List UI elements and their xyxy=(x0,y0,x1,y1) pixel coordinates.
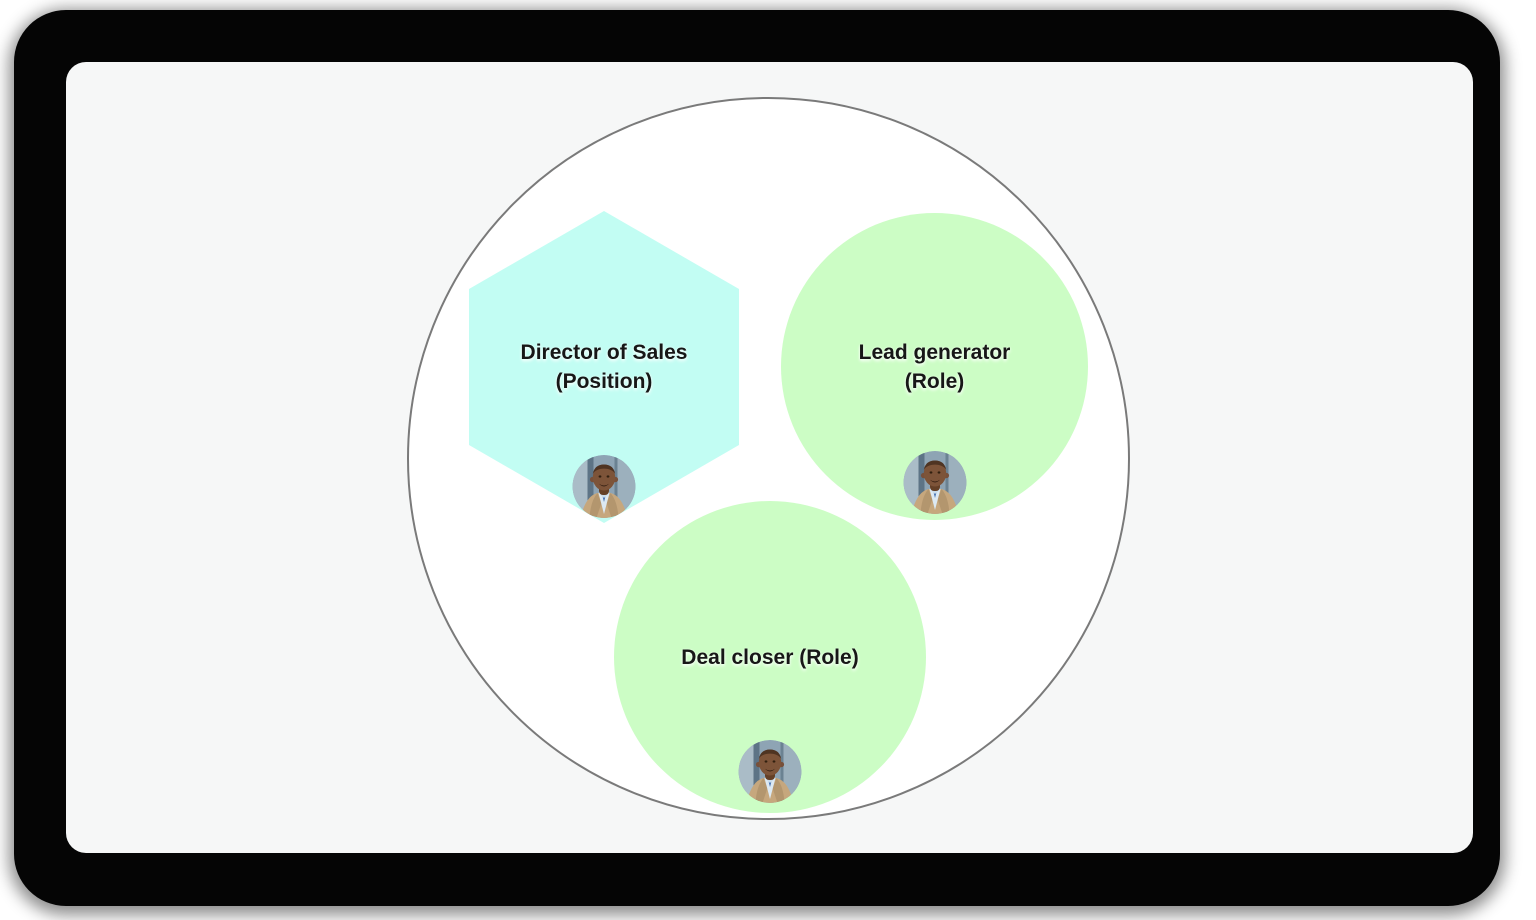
node-role-lead-generator[interactable]: Lead generator (Role) xyxy=(781,213,1088,520)
node-label: Director of Sales (Position) xyxy=(520,341,688,393)
member-avatar[interactable] xyxy=(903,451,966,514)
member-avatar[interactable] xyxy=(573,455,636,518)
man-portrait-avatar-icon xyxy=(903,451,966,514)
node-label: Lead generator (Role) xyxy=(858,340,1011,393)
node-label: Deal closer (Role) xyxy=(681,645,859,669)
whiteboard-canvas: Director of Sales (Position) Lead genera… xyxy=(66,62,1473,853)
team-boundary-circle[interactable]: Director of Sales (Position) Lead genera… xyxy=(407,97,1130,820)
node-role-deal-closer[interactable]: Deal closer (Role) xyxy=(614,501,926,813)
man-portrait-avatar-icon xyxy=(573,455,636,518)
man-portrait-avatar-icon xyxy=(739,740,802,803)
member-avatar[interactable] xyxy=(739,740,802,803)
node-position-director-of-sales[interactable]: Director of Sales (Position) xyxy=(469,211,739,523)
